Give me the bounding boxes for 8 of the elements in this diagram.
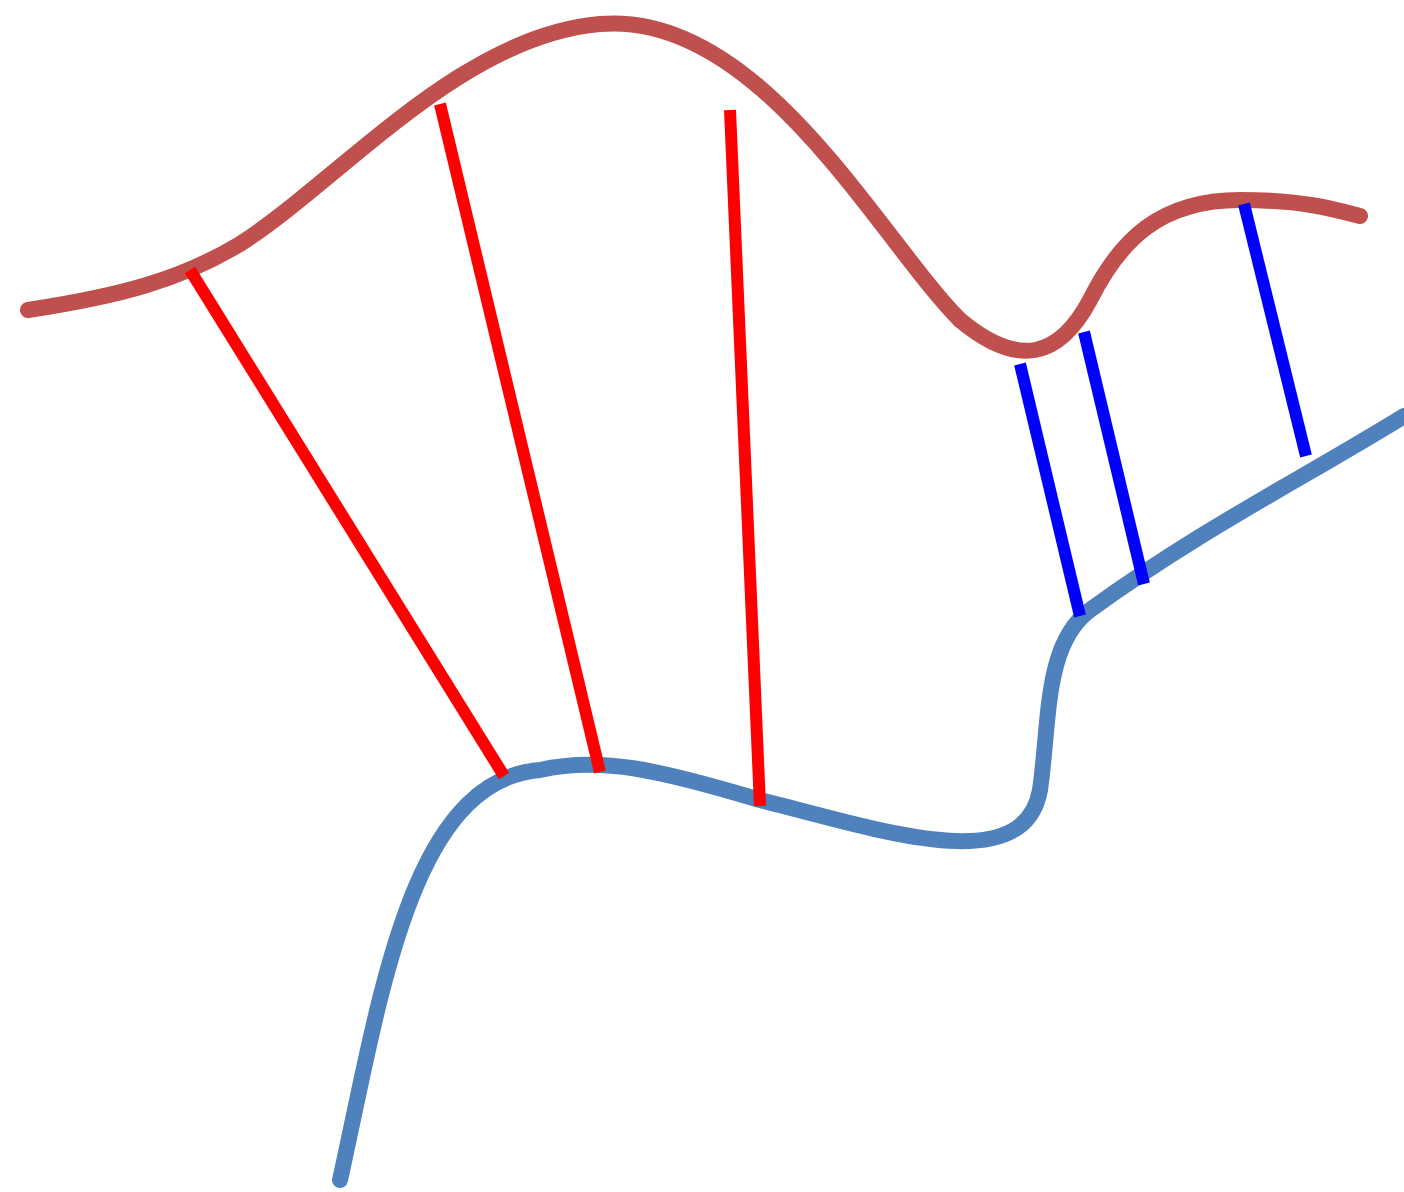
wavy-line	[332, 408, 1404, 1188]
connector-line	[434, 102, 606, 774]
connector-line	[1078, 330, 1150, 586]
connector-line	[1014, 362, 1086, 618]
connector-line	[724, 109, 766, 807]
wavy-line	[20, 16, 1368, 359]
connector-line	[184, 266, 510, 780]
connector-line	[1238, 202, 1312, 458]
